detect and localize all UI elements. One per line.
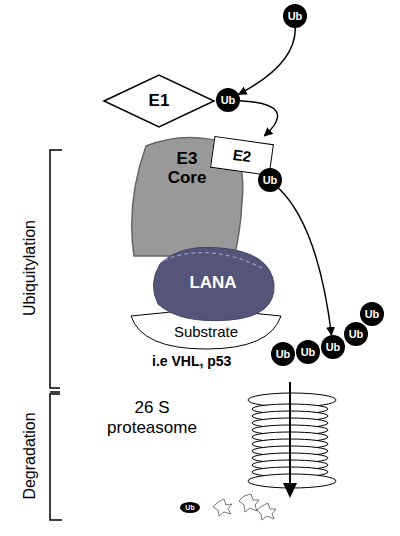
node-label: E3 Core xyxy=(160,150,215,187)
ubiquitin-label: Ub xyxy=(263,174,278,186)
text-holder: Ub xyxy=(216,88,240,112)
ubiquitin-circle: Ub xyxy=(321,335,345,359)
ubiquitin-label: Ub xyxy=(276,348,291,360)
transfer-arrow xyxy=(239,28,296,94)
ubiquitin-label: Ub xyxy=(326,341,341,353)
ubiquitin-circle: Ub xyxy=(344,322,368,346)
phase-label: Ubiquitylation xyxy=(20,148,40,388)
ubiquitin-fragment: Ub xyxy=(180,502,200,513)
transfer-arrow xyxy=(240,101,278,136)
enzyme-diamond: E1 xyxy=(103,74,215,128)
text-holder: E1 xyxy=(103,74,215,128)
peptide-fragment xyxy=(213,494,276,520)
viral-protein: LANA xyxy=(150,244,276,322)
text-holder: Ub xyxy=(296,340,320,364)
degradation-arrow xyxy=(283,382,297,498)
ubiquitin-circle: Ub xyxy=(216,88,240,112)
ubiquitin-label: Ub xyxy=(349,328,364,340)
text-holder: Ub xyxy=(321,335,345,359)
node-label: Substrate xyxy=(174,324,238,341)
ubiquitin-label: Ub xyxy=(365,308,380,320)
text-holder: Ub xyxy=(258,168,282,192)
ubiquitin-label: Ub xyxy=(301,346,316,358)
text-holder: Ub xyxy=(360,302,384,326)
proteasome-stack xyxy=(248,393,336,488)
text-holder: Ub xyxy=(283,4,307,28)
ubiquitin-label: Ub xyxy=(288,10,303,22)
text-holder: Ub xyxy=(344,322,368,346)
text-holder: Ub xyxy=(180,502,200,513)
phase-label: Degradation xyxy=(20,386,40,526)
ubiquitin-circle: Ub xyxy=(360,302,384,326)
text-holder: LANA xyxy=(150,244,276,322)
ubiquitin-circle: Ub xyxy=(283,4,307,28)
transfer-arrow xyxy=(279,188,332,335)
node-label: E1 xyxy=(149,92,170,111)
complex-name: 26 S proteasome xyxy=(102,398,202,437)
node-label: LANA xyxy=(189,274,236,293)
ubiquitin-label: Ub xyxy=(221,94,236,106)
node-label: E2 xyxy=(232,147,252,166)
phase-bracket xyxy=(50,150,62,520)
ubiquitin-label: Ub xyxy=(185,504,194,512)
ubiquitin-circle: Ub xyxy=(258,168,282,192)
text-holder: Ub xyxy=(271,342,295,366)
ubiquitin-circle: Ub xyxy=(271,342,295,366)
ubiquitin-circle: Ub xyxy=(296,340,320,364)
